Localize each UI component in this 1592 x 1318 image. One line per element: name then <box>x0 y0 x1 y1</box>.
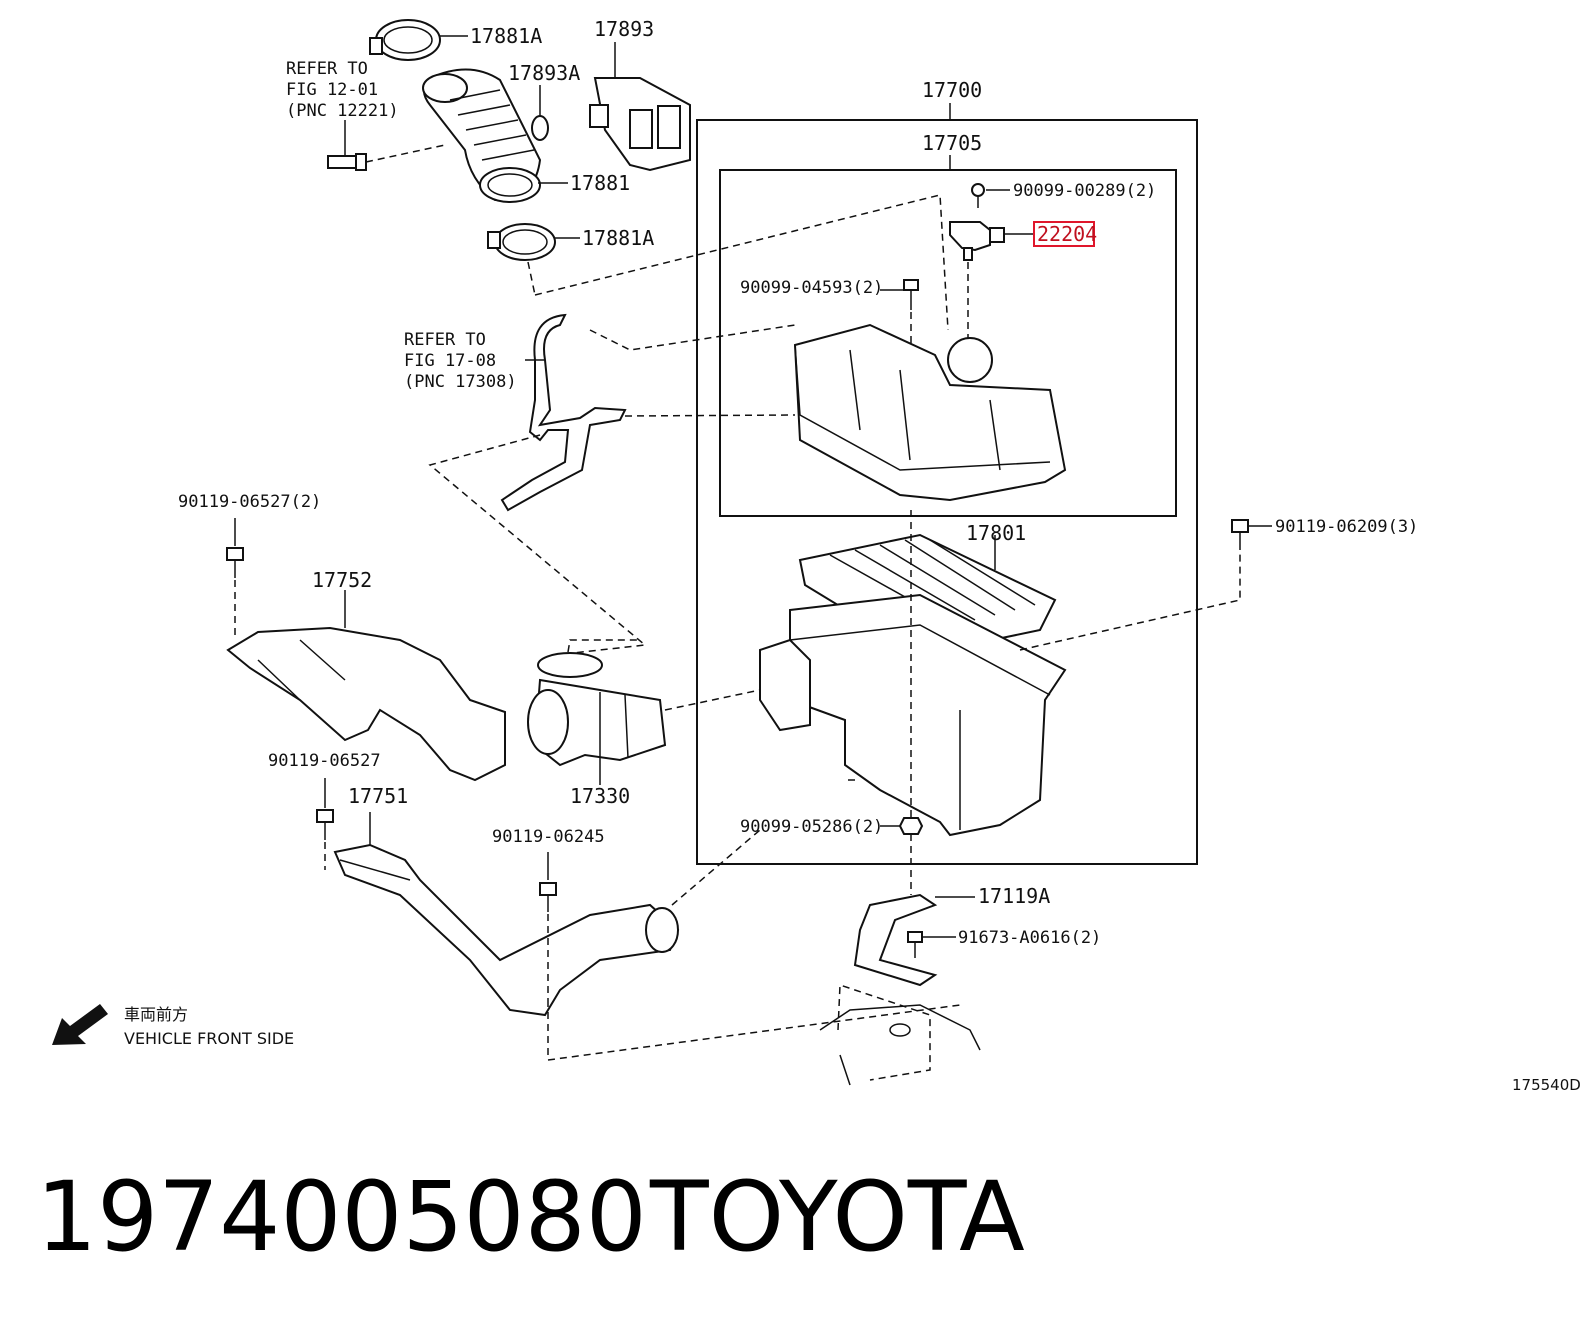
refer-17-line3: (PNC 17308) <box>404 372 517 392</box>
air-flow-meter <box>589 77 691 172</box>
hose-clamp-bottom <box>487 223 556 261</box>
label-17801: 17801 <box>966 521 1026 545</box>
nut-90099-05286 <box>898 817 924 835</box>
refer-12-line2: FIG 12-01 <box>286 80 378 100</box>
part-number-title: 1974005080 <box>36 1161 647 1273</box>
refer-17-line2: FIG 17-08 <box>404 351 496 371</box>
direction-label-en: VEHICLE FRONT SIDE <box>124 1029 294 1048</box>
label-17893a: 17893A <box>508 61 580 85</box>
bolt-90119-06209 <box>1231 519 1249 550</box>
label-90119-06209: 90119-06209(3) <box>1275 517 1418 537</box>
air-intake-hose <box>422 68 542 203</box>
label-17751: 17751 <box>348 784 408 808</box>
bolt-90099-04593 <box>903 279 919 310</box>
label-90119-06527: 90119-06527 <box>268 751 381 771</box>
label-90119-06245: 90119-06245 <box>492 827 605 847</box>
air-cleaner-case <box>759 593 1067 837</box>
highlight-22204 <box>1033 221 1095 247</box>
direction-label-jp: 車両前方 <box>124 1005 188 1024</box>
label-91673-a0616: 91673-A0616(2) <box>958 928 1101 948</box>
label-22204: 22204 <box>1037 222 1097 246</box>
bracket-17119a <box>853 893 938 987</box>
vehicle-front-arrow-icon <box>52 1004 108 1045</box>
brand-title: TOYOTA <box>649 1161 1025 1273</box>
label-90099-05286: 90099-05286(2) <box>740 817 883 837</box>
bolt-91673-a0616 <box>907 931 923 958</box>
label-17705: 17705 <box>922 131 982 155</box>
hose-clamp-top <box>369 19 441 61</box>
bolt-90119-06527 <box>316 809 334 840</box>
air-cleaner-cap <box>793 323 1067 502</box>
bolt-90099-00289 <box>971 183 985 208</box>
intake-temp-sensor <box>327 153 367 171</box>
label-17881a-top: 17881A <box>470 24 542 48</box>
assembly-box-17705 <box>719 169 1177 517</box>
lower-air-duct <box>333 843 680 1017</box>
label-17330: 17330 <box>570 784 630 808</box>
resonator <box>527 652 667 767</box>
label-17881: 17881 <box>570 171 630 195</box>
label-90099-00289: 90099-00289(2) <box>1013 181 1156 201</box>
bolt-90119-06527-2 <box>226 547 244 578</box>
illustration-code: 175540D <box>1512 1076 1581 1094</box>
air-filter-element <box>798 533 1057 657</box>
sensor-22204 <box>949 221 1005 261</box>
breather-hose <box>500 313 627 512</box>
label-17752: 17752 <box>312 568 372 592</box>
bolt-90119-06245 <box>539 882 557 912</box>
refer-12-line3: (PNC 12221) <box>286 101 399 121</box>
assembly-box-17700 <box>696 119 1198 865</box>
label-17893: 17893 <box>594 17 654 41</box>
refer-12-line1: REFER TO <box>286 59 368 79</box>
refer-17-line1: REFER TO <box>404 330 486 350</box>
label-17700: 17700 <box>922 78 982 102</box>
label-17881a-bottom: 17881A <box>582 226 654 250</box>
clip-17893a <box>531 115 549 141</box>
label-90099-04593: 90099-04593(2) <box>740 278 883 298</box>
air-inlet-duct <box>226 626 506 782</box>
label-90119-06527-2: 90119-06527(2) <box>178 492 321 512</box>
label-17119a: 17119A <box>978 884 1050 908</box>
